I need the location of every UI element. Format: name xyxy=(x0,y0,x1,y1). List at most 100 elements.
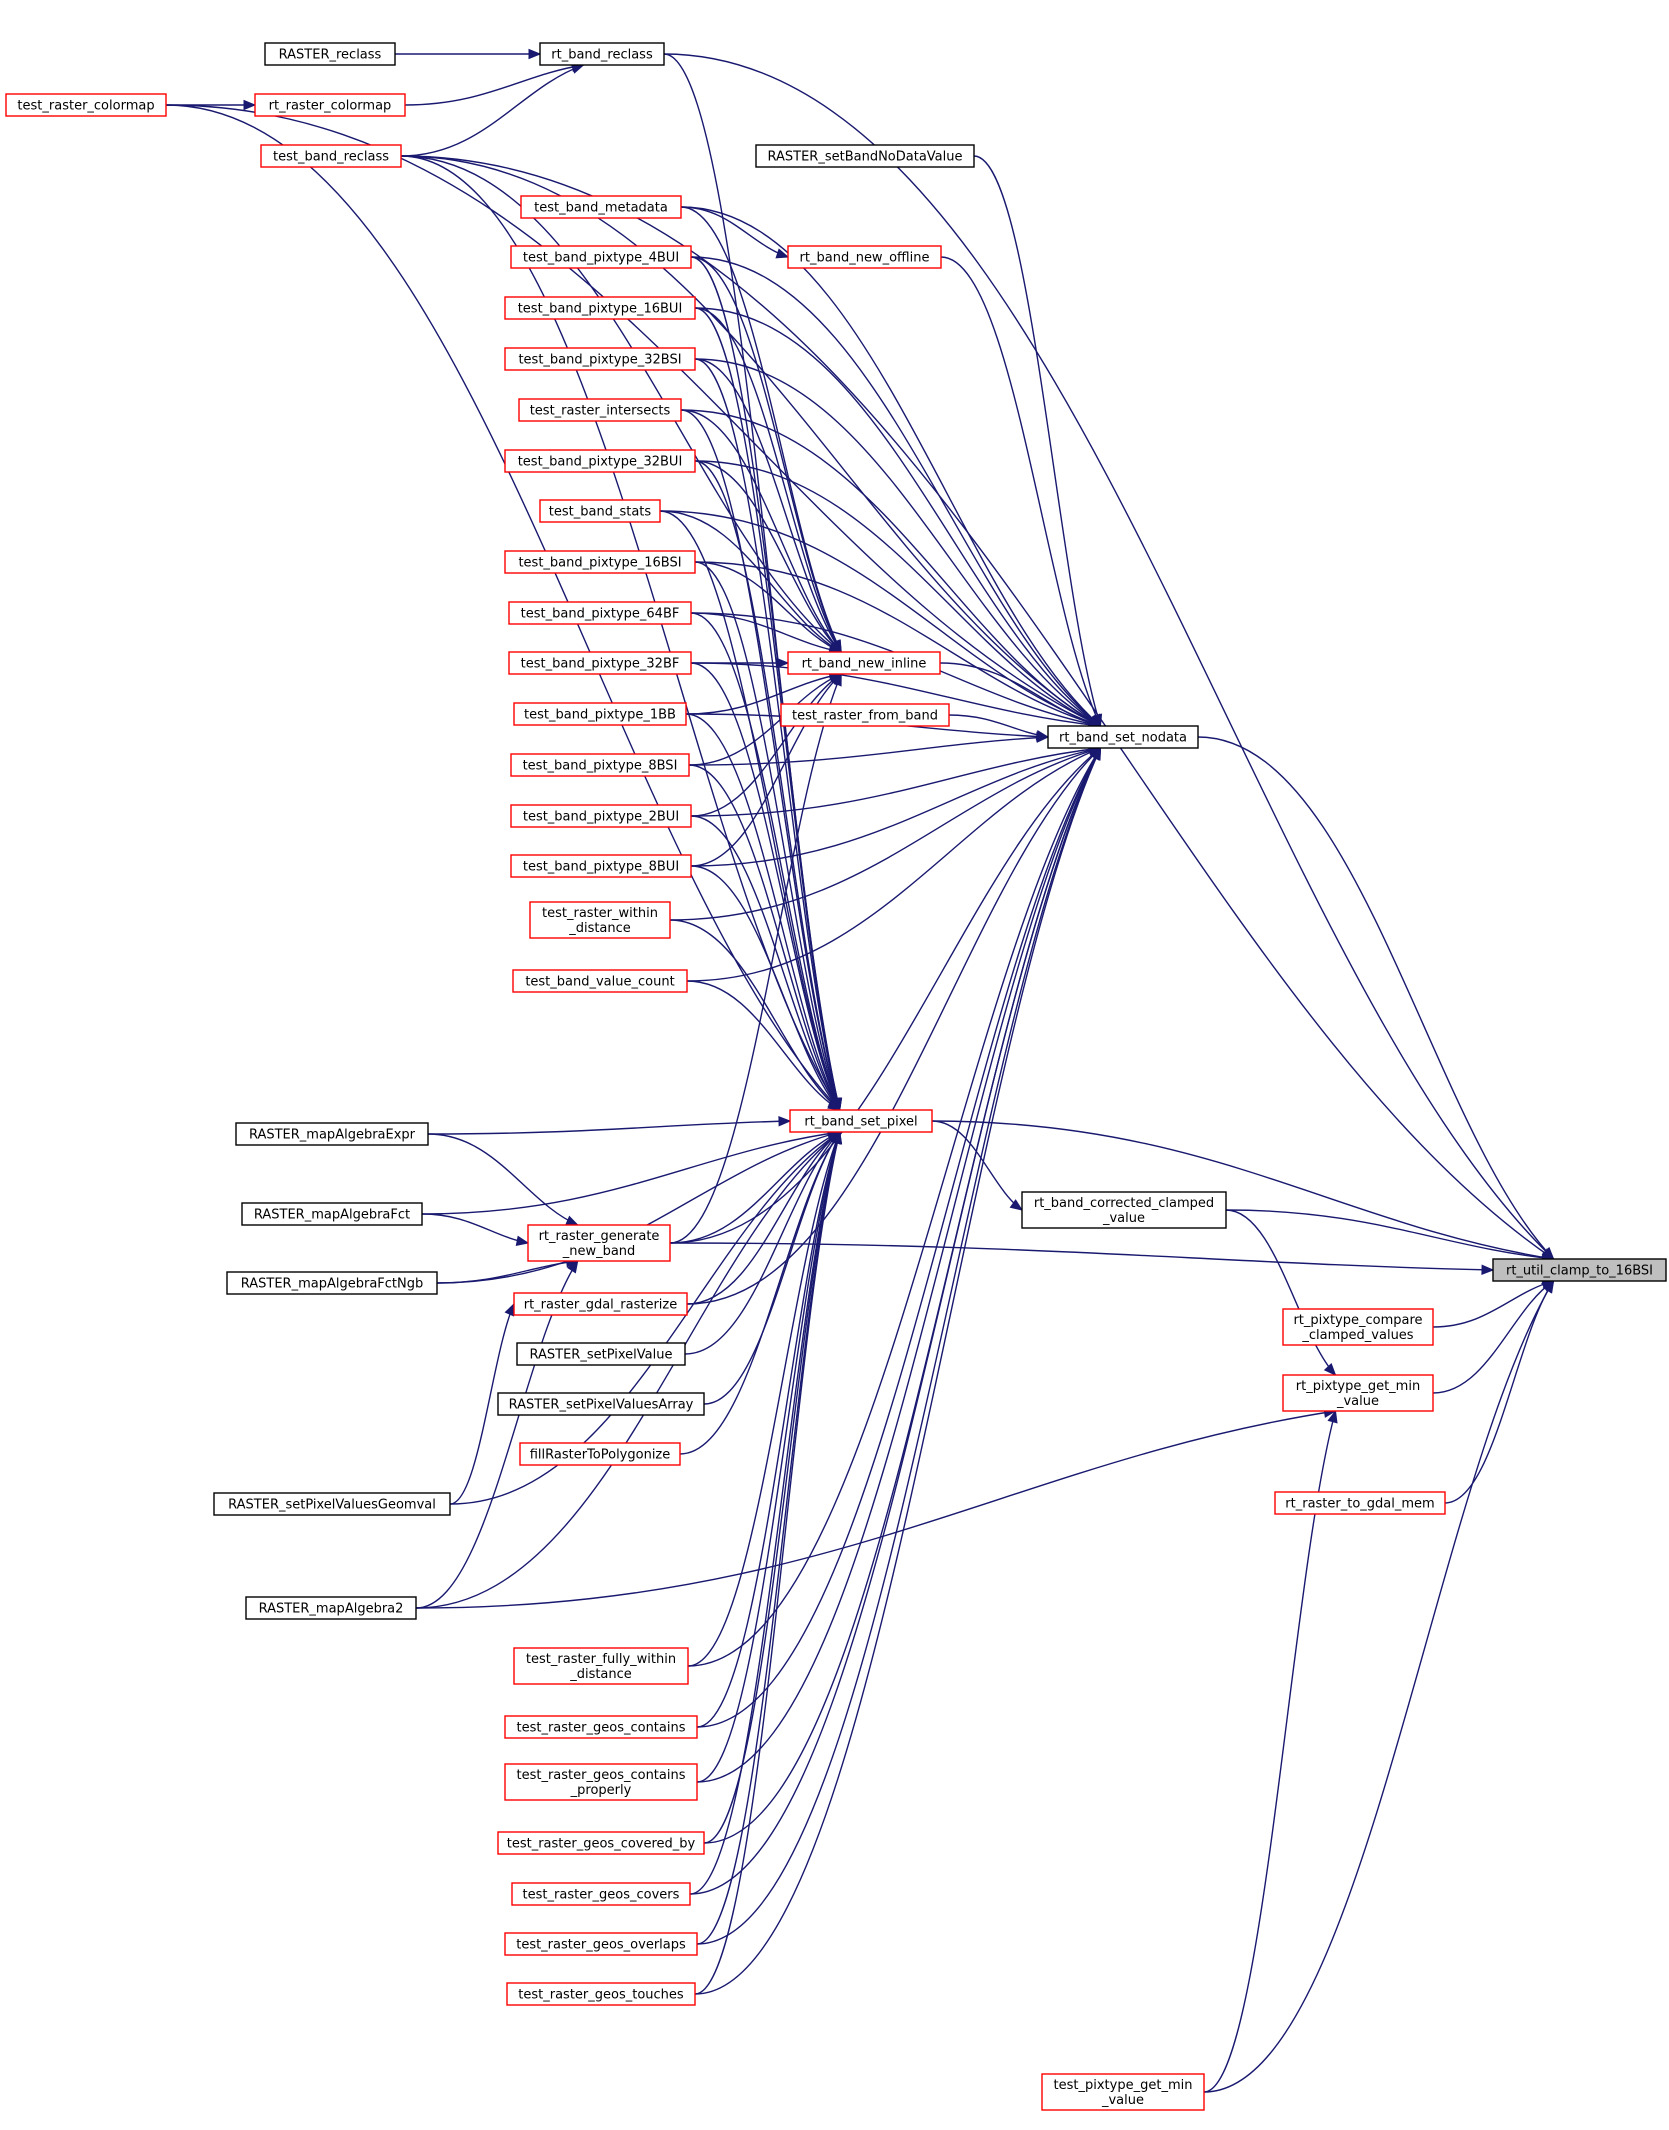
node-test-band-pixtype-16bsi[interactable]: test_band_pixtype_16BSI xyxy=(504,550,696,574)
node-box[interactable] xyxy=(504,347,696,371)
node-box[interactable] xyxy=(513,702,687,726)
node-box[interactable] xyxy=(213,1492,451,1516)
node-box[interactable] xyxy=(511,1882,691,1906)
node-rt-band-new-offline[interactable]: rt_band_new_offline xyxy=(787,245,942,269)
node-box[interactable] xyxy=(226,1271,438,1295)
node-raster-setpixelvaluesarray[interactable]: RASTER_setPixelValuesArray xyxy=(497,1392,705,1416)
node-test-band-pixtype-32bsi[interactable]: test_band_pixtype_32BSI xyxy=(504,347,696,371)
node-raster-mapalgebraexpr[interactable]: RASTER_mapAlgebraExpr xyxy=(235,1122,429,1146)
node-fillrastertopolygonize[interactable]: fillRasterToPolygonize xyxy=(519,1442,681,1466)
node-box[interactable] xyxy=(497,1392,705,1416)
node-test-raster-geos-contains-properly[interactable]: test_raster_geos_contains_properly xyxy=(504,1763,698,1801)
node-raster-setpixelvaluesgeomval[interactable]: RASTER_setPixelValuesGeomval xyxy=(213,1492,451,1516)
node-box[interactable] xyxy=(513,1292,688,1316)
node-rt-raster-to-gdal-mem[interactable]: rt_raster_to_gdal_mem xyxy=(1274,1491,1446,1515)
node-box[interactable] xyxy=(1282,1374,1434,1412)
node-box[interactable] xyxy=(787,651,941,675)
node-box[interactable] xyxy=(529,901,671,939)
node-box[interactable] xyxy=(504,449,696,473)
node-rt-raster-gdal-rasterize[interactable]: rt_raster_gdal_rasterize xyxy=(513,1292,688,1316)
node-raster-mapalgebrafctngb[interactable]: RASTER_mapAlgebraFctNgb xyxy=(226,1271,438,1295)
node-test-band-pixtype-8bui[interactable]: test_band_pixtype_8BUI xyxy=(510,854,692,878)
node-box[interactable] xyxy=(260,144,402,168)
node-box[interactable] xyxy=(504,1932,698,1956)
node-test-band-value-count[interactable]: test_band_value_count xyxy=(512,969,688,993)
node-test-band-pixtype-32bui[interactable]: test_band_pixtype_32BUI xyxy=(504,449,696,473)
node-box[interactable] xyxy=(254,93,406,117)
node-test-raster-fully-within-distance[interactable]: test_raster_fully_within_distance xyxy=(513,1647,689,1685)
node-box[interactable] xyxy=(504,550,696,574)
node-test-band-pixtype-8bsi[interactable]: test_band_pixtype_8BSI xyxy=(510,753,690,777)
node-box[interactable] xyxy=(1047,725,1199,749)
node-box[interactable] xyxy=(780,703,950,727)
node-rt-band-new-inline[interactable]: rt_band_new_inline xyxy=(787,651,941,675)
node-box[interactable] xyxy=(510,245,692,269)
node-test-band-pixtype-16bui[interactable]: test_band_pixtype_16BUI xyxy=(504,296,696,320)
node-box[interactable] xyxy=(789,1109,933,1133)
node-box[interactable] xyxy=(510,854,692,878)
node-raster-mapalgebra2[interactable]: RASTER_mapAlgebra2 xyxy=(245,1596,417,1620)
node-box[interactable] xyxy=(527,1224,671,1262)
node-box[interactable] xyxy=(1282,1308,1434,1346)
node-box[interactable] xyxy=(241,1202,423,1226)
node-box[interactable] xyxy=(516,1342,686,1366)
node-box[interactable] xyxy=(506,1982,696,2006)
node-test-band-pixtype-4bui[interactable]: test_band_pixtype_4BUI xyxy=(510,245,692,269)
node-box[interactable] xyxy=(755,144,975,168)
node-box[interactable] xyxy=(539,42,665,66)
node-test-raster-within-distance[interactable]: test_raster_within_distance xyxy=(529,901,671,939)
node-box[interactable] xyxy=(519,1442,681,1466)
node-test-raster-colormap[interactable]: test_raster_colormap xyxy=(5,93,167,117)
node-rt-band-set-pixel[interactable]: rt_band_set_pixel xyxy=(789,1109,933,1133)
node-test-raster-geos-overlaps[interactable]: test_raster_geos_overlaps xyxy=(504,1932,698,1956)
node-box[interactable] xyxy=(520,195,682,219)
node-test-raster-intersects[interactable]: test_raster_intersects xyxy=(518,398,682,422)
node-test-band-pixtype-1bb[interactable]: test_band_pixtype_1BB xyxy=(513,702,687,726)
node-raster-setbandnodatavalue[interactable]: RASTER_setBandNoDataValue xyxy=(755,144,975,168)
node-box[interactable] xyxy=(513,1647,689,1685)
node-rt-pixtype-compare-clamped-values[interactable]: rt_pixtype_compare_clamped_values xyxy=(1282,1308,1434,1346)
node-box[interactable] xyxy=(512,969,688,993)
node-raster-setpixelvalue[interactable]: RASTER_setPixelValue xyxy=(516,1342,686,1366)
node-box[interactable] xyxy=(518,398,682,422)
node-test-pixtype-get-min-value[interactable]: test_pixtype_get_min_value xyxy=(1041,2073,1205,2111)
node-rt-band-reclass[interactable]: rt_band_reclass xyxy=(539,42,665,66)
node-raster-mapalgebrafct[interactable]: RASTER_mapAlgebraFct xyxy=(241,1202,423,1226)
node-box[interactable] xyxy=(1041,2073,1205,2111)
node-box[interactable] xyxy=(497,1831,705,1855)
node-test-band-pixtype-64bf[interactable]: test_band_pixtype_64BF xyxy=(508,601,692,625)
node-box[interactable] xyxy=(787,245,942,269)
node-box[interactable] xyxy=(510,753,690,777)
node-box[interactable] xyxy=(539,499,661,523)
node-box[interactable] xyxy=(508,651,692,675)
node-test-band-metadata[interactable]: test_band_metadata xyxy=(520,195,682,219)
node-box[interactable] xyxy=(245,1596,417,1620)
node-box[interactable] xyxy=(504,1715,698,1739)
node-test-raster-geos-touches[interactable]: test_raster_geos_touches xyxy=(506,1982,696,2006)
node-box[interactable] xyxy=(504,296,696,320)
node-box[interactable] xyxy=(504,1763,698,1801)
node-rt-band-set-nodata[interactable]: rt_band_set_nodata xyxy=(1047,725,1199,749)
node-rt-band-corrected-clamped-value[interactable]: rt_band_corrected_clamped_value xyxy=(1021,1191,1227,1229)
node-box[interactable] xyxy=(508,601,692,625)
node-test-band-pixtype-32bf[interactable]: test_band_pixtype_32BF xyxy=(508,651,692,675)
node-box[interactable] xyxy=(264,42,396,66)
node-test-raster-geos-covered-by[interactable]: test_raster_geos_covered_by xyxy=(497,1831,705,1855)
node-rt-pixtype-get-min-value[interactable]: rt_pixtype_get_min_value xyxy=(1282,1374,1434,1412)
node-test-band-pixtype-2bui[interactable]: test_band_pixtype_2BUI xyxy=(510,804,692,828)
node-test-band-stats[interactable]: test_band_stats xyxy=(539,499,661,523)
node-test-raster-geos-covers[interactable]: test_raster_geos_covers xyxy=(511,1882,691,1906)
node-test-raster-from-band[interactable]: test_raster_from_band xyxy=(780,703,950,727)
node-test-band-reclass[interactable]: test_band_reclass xyxy=(260,144,402,168)
node-box[interactable] xyxy=(510,804,692,828)
node-rt-util-clamp-to-16bsi[interactable]: rt_util_clamp_to_16BSI xyxy=(1492,1258,1667,1282)
node-box[interactable] xyxy=(1021,1191,1227,1229)
node-box[interactable] xyxy=(5,93,167,117)
node-rt-raster-generate-new-band[interactable]: rt_raster_generate_new_band xyxy=(527,1224,671,1262)
node-raster-reclass[interactable]: RASTER_reclass xyxy=(264,42,396,66)
node-test-raster-geos-contains[interactable]: test_raster_geos_contains xyxy=(504,1715,698,1739)
node-box[interactable] xyxy=(1274,1491,1446,1515)
node-rt-raster-colormap[interactable]: rt_raster_colormap xyxy=(254,93,406,117)
node-box[interactable] xyxy=(235,1122,429,1146)
node-box[interactable] xyxy=(1492,1258,1667,1282)
